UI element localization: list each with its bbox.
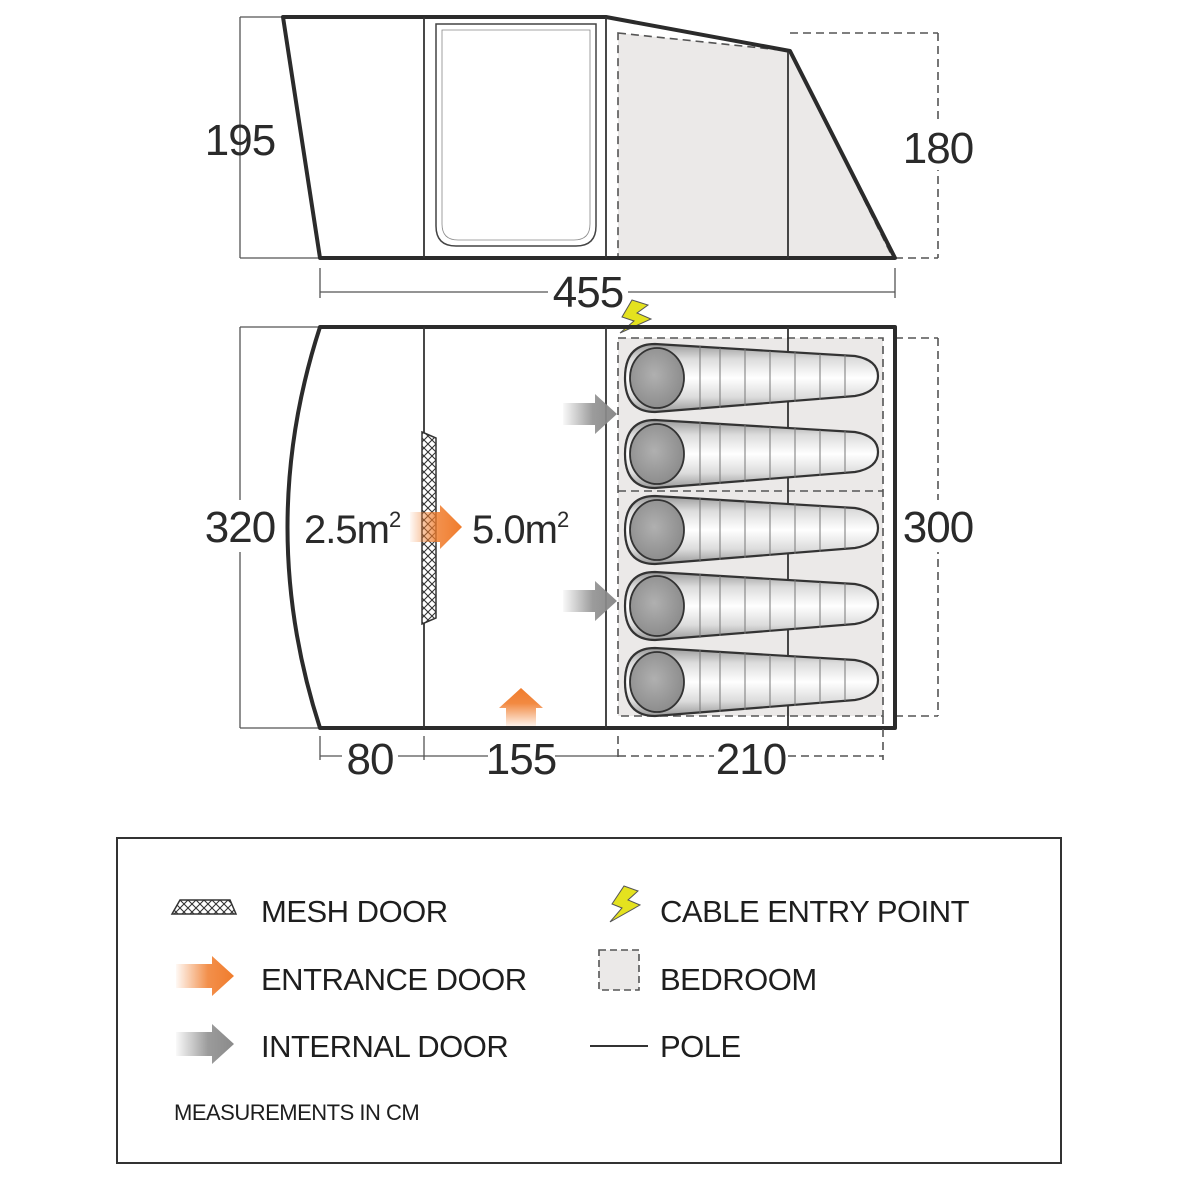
legend-internal-door: INTERNAL DOOR — [261, 1029, 508, 1064]
legend-mesh-door: MESH DOOR — [261, 894, 448, 929]
sleeping-bag — [623, 646, 880, 718]
measurements-note: MEASUREMENTS IN CM — [174, 1100, 419, 1125]
lightning-bolt-icon — [609, 885, 642, 923]
living-area-label: 5.0m2 — [472, 507, 569, 552]
dim-label-bg-180 — [898, 122, 978, 170]
depth-dimensions: 80 155 210 — [319, 716, 884, 784]
bedroom-swatch-icon — [598, 949, 640, 991]
entrance-arrow-icon — [176, 956, 234, 996]
sleeping-bag — [623, 342, 880, 414]
legend-pole: POLE — [660, 1029, 741, 1064]
dim-label-320: 320 — [205, 503, 275, 552]
dim-label-180: 180 — [903, 124, 973, 173]
dim-label-80: 80 — [347, 735, 394, 784]
bedroom-side-shading — [617, 32, 895, 259]
dim-label-300: 300 — [903, 503, 973, 552]
sleeping-bag — [623, 570, 880, 642]
dim-label-210: 210 — [716, 735, 786, 784]
legend-bedroom: BEDROOM — [660, 962, 817, 997]
sleeping-bag — [623, 494, 880, 566]
side-elevation: 195 180 — [205, 15, 978, 260]
overall-length-dimension: 455 — [319, 268, 896, 317]
sleeping-bags — [623, 342, 880, 718]
side-window — [435, 23, 597, 247]
floor-plan: 320 300 — [200, 325, 978, 730]
entrance-arrow-icon — [410, 505, 462, 549]
internal-arrow-icon — [563, 581, 617, 621]
legend-cable-entry: CABLE ENTRY POINT — [660, 894, 970, 929]
legend-entrance-door: ENTRANCE DOOR — [261, 962, 527, 997]
dim-label-155: 155 — [486, 735, 556, 784]
tent-floor-outline — [285, 325, 897, 730]
dim-label-195: 195 — [205, 116, 275, 165]
entrance-arrow-icon — [499, 688, 543, 726]
side-window-inner — [441, 29, 591, 241]
dim-label-bg-300 — [898, 500, 978, 552]
porch-area-label: 2.5m2 — [304, 507, 401, 552]
sleeping-bag — [623, 418, 880, 490]
dim-label-bg-320 — [200, 500, 280, 552]
legend-box — [116, 837, 1062, 1164]
internal-arrow-icon — [176, 1024, 234, 1064]
legend: MESH DOOR ENTRANCE DOOR INTERNAL DOOR CA… — [116, 837, 1062, 1164]
internal-arrow-icon — [563, 394, 617, 434]
mesh-door-icon — [170, 899, 238, 915]
dim-label-455: 455 — [553, 268, 623, 317]
tent-side-outline — [281, 15, 897, 260]
